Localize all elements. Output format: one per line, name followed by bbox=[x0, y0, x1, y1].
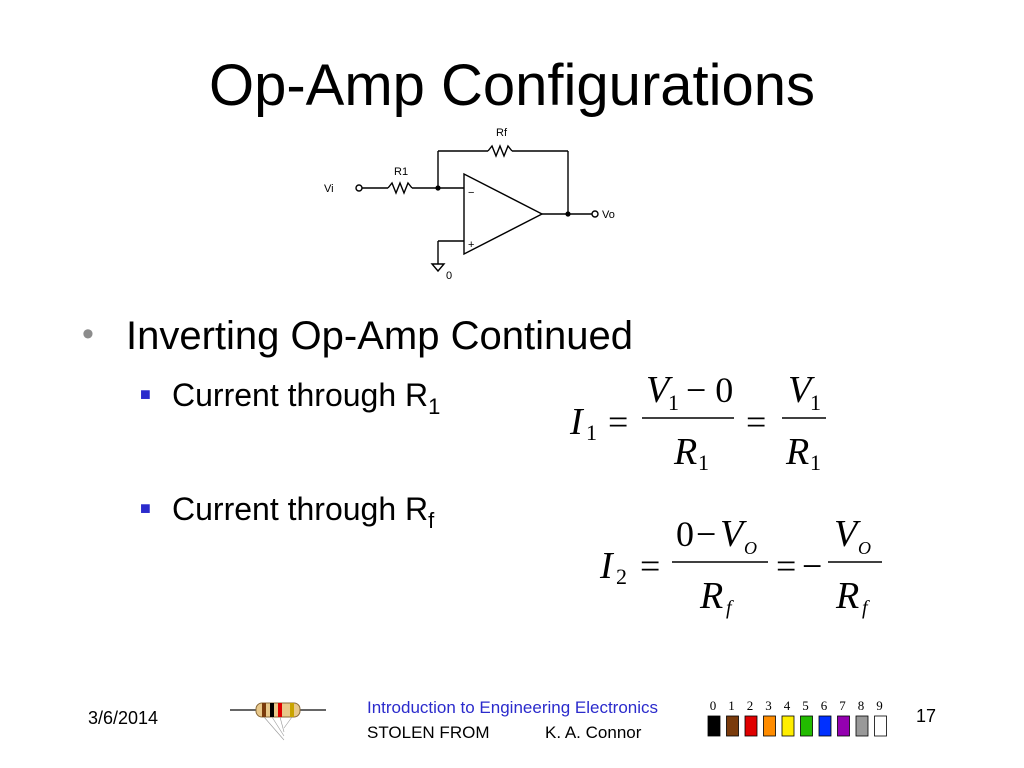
svg-text:1: 1 bbox=[810, 450, 821, 475]
color-code-digit: 9 bbox=[876, 698, 883, 713]
svg-text:O: O bbox=[858, 538, 871, 558]
svg-text:R: R bbox=[673, 431, 697, 473]
sub-bullet-rf: ■ Current through Rf bbox=[140, 488, 434, 541]
inverting-opamp-circuit: Vi R1 Rf Vo 0 − + bbox=[324, 127, 615, 282]
color-code-digit: 7 bbox=[839, 698, 846, 713]
slide-title: Op-Amp Configurations bbox=[208, 53, 816, 118]
color-code-digit: 3 bbox=[765, 698, 772, 713]
svg-text:V: V bbox=[646, 369, 673, 411]
color-code-digit: 6 bbox=[821, 698, 828, 713]
color-code-swatch bbox=[744, 715, 758, 737]
svg-text:2: 2 bbox=[616, 564, 627, 589]
bullet-text: Inverting Op-Amp Continued bbox=[126, 314, 633, 358]
svg-text:V: V bbox=[788, 369, 815, 411]
svg-text:1: 1 bbox=[810, 390, 821, 415]
color-code-digit: 2 bbox=[747, 698, 754, 713]
footer-date: 3/6/2014 bbox=[88, 708, 159, 728]
minus-label: − bbox=[468, 187, 474, 199]
square-bullet-icon: ■ bbox=[140, 498, 151, 518]
vo-label: Vo bbox=[602, 209, 615, 221]
equation-current-rf: I 2 = 0 − V O R f = − V O R f bbox=[599, 513, 882, 619]
ground-symbol bbox=[430, 263, 446, 273]
svg-text:=: = bbox=[746, 402, 766, 442]
opamp-triangle bbox=[463, 172, 544, 256]
svg-text:R: R bbox=[835, 575, 859, 617]
sub-bullet-r1-text: Current through R bbox=[172, 377, 429, 413]
bullet-dot: • bbox=[82, 315, 94, 353]
svg-text:I: I bbox=[599, 545, 615, 587]
color-code-swatch bbox=[874, 715, 887, 737]
svg-text:f: f bbox=[726, 597, 734, 619]
svg-text:O: O bbox=[744, 538, 757, 558]
rf-label: Rf bbox=[496, 127, 508, 139]
svg-text:1: 1 bbox=[586, 420, 597, 445]
resistor-logo bbox=[230, 702, 326, 741]
svg-text:1: 1 bbox=[668, 390, 679, 415]
junction-node bbox=[435, 185, 441, 191]
footer-author: K. A. Connor bbox=[545, 723, 642, 742]
color-code-digit: 4 bbox=[784, 698, 791, 713]
svg-text:=: = bbox=[608, 402, 628, 442]
color-code-swatch bbox=[781, 715, 795, 737]
color-code-digit: 0 bbox=[710, 698, 717, 713]
color-code-swatch bbox=[855, 715, 869, 737]
svg-text:=: = bbox=[640, 546, 660, 586]
svg-text:1: 1 bbox=[698, 450, 709, 475]
sub-bullet-r1: ■ Current through R1 bbox=[140, 374, 440, 427]
svg-text:−: − bbox=[696, 514, 716, 554]
svg-text:0: 0 bbox=[676, 514, 694, 554]
ground-label: 0 bbox=[446, 270, 452, 282]
svg-text:R: R bbox=[785, 431, 809, 473]
svg-text:V: V bbox=[720, 513, 747, 555]
footer-stolen-from: STOLEN FROM bbox=[367, 723, 490, 742]
equation-current-r1: I 1 = V 1 − 0 R 1 = V 1 R 1 bbox=[569, 369, 826, 475]
color-code-digit: 5 bbox=[802, 698, 809, 713]
sub-bullet-r1-subscript: 1 bbox=[428, 394, 441, 419]
color-code-swatch bbox=[707, 715, 721, 737]
footer-course-title: Introduction to Engineering Electronics bbox=[366, 698, 659, 717]
r1-label: R1 bbox=[394, 166, 408, 178]
svg-text:=: = bbox=[776, 546, 796, 586]
svg-text:V: V bbox=[834, 513, 861, 555]
color-code-digit: 8 bbox=[858, 698, 865, 713]
color-code-swatch bbox=[800, 715, 813, 737]
color-code-digit: 1 bbox=[728, 698, 735, 713]
sub-bullet-rf-text: Current through R bbox=[172, 491, 429, 527]
color-code-swatch bbox=[818, 715, 832, 737]
vi-label: Vi bbox=[324, 183, 334, 195]
svg-text:−: − bbox=[802, 546, 822, 586]
output-node bbox=[565, 211, 571, 217]
square-bullet-icon: ■ bbox=[140, 384, 151, 404]
color-code-swatch bbox=[837, 715, 850, 737]
rf-resistor bbox=[487, 144, 513, 158]
svg-text:R: R bbox=[699, 575, 723, 617]
svg-text:f: f bbox=[862, 597, 870, 619]
slide-number: 17 bbox=[916, 706, 937, 726]
sub-bullet-rf-subscript: f bbox=[428, 508, 435, 533]
vi-terminal bbox=[355, 184, 363, 192]
plus-label: + bbox=[468, 239, 474, 251]
svg-text:− 0: − 0 bbox=[686, 370, 733, 410]
color-code-swatch bbox=[763, 715, 776, 737]
bullet-inverting: • Inverting Op-Amp Continued bbox=[82, 310, 633, 360]
r1-resistor bbox=[387, 181, 413, 195]
vo-terminal bbox=[591, 210, 599, 218]
color-code-swatch bbox=[726, 715, 739, 737]
svg-text:I: I bbox=[569, 401, 585, 443]
